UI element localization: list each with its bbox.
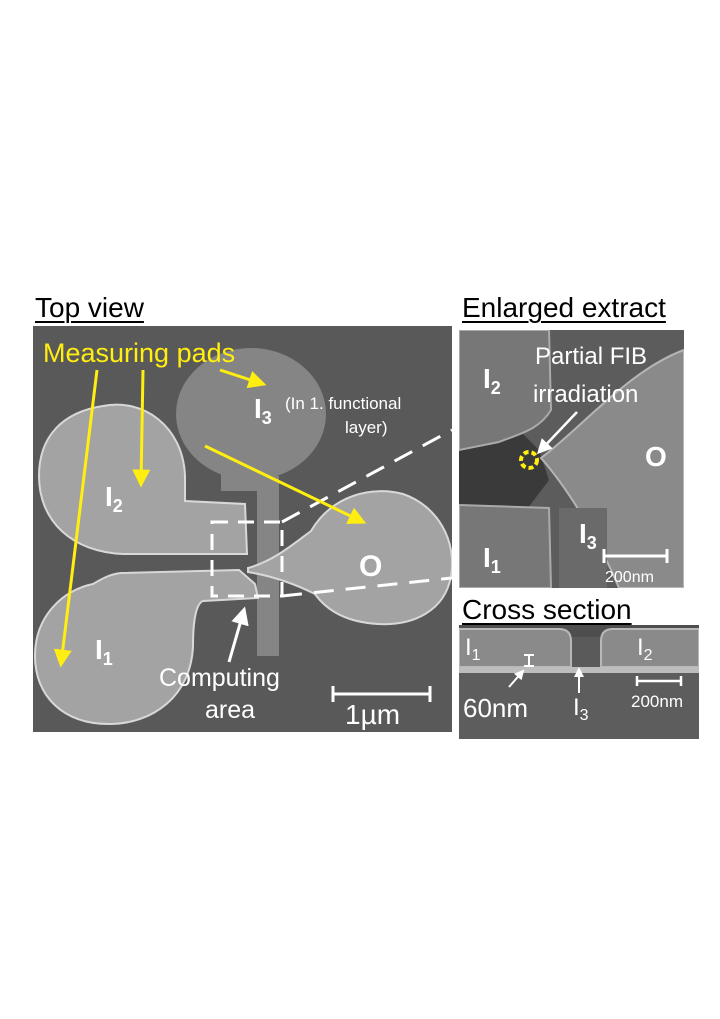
enlarged-i3-label: I3	[579, 518, 597, 553]
arrow-to-i2-pad	[132, 369, 151, 488]
cross-i2-label: I2	[637, 634, 653, 664]
o-label: O	[359, 550, 382, 583]
scale-label-1um: 1µm	[345, 699, 400, 730]
zoom-line-bottom	[281, 576, 452, 598]
arrow-to-thickness	[508, 669, 525, 688]
computing-area-line2: area	[205, 696, 255, 724]
enlarged-i3-region	[559, 508, 607, 588]
enlarged-i2-region	[459, 330, 553, 452]
cross-section-image: I1 I2 60nm I3 200nm	[459, 625, 699, 739]
arrow-to-fib-spot	[536, 411, 578, 455]
enlarged-i1-label: I1	[483, 542, 501, 577]
enlarged-extract-title: Enlarged extract	[462, 292, 666, 323]
enlarged-o-region	[539, 348, 684, 588]
top-view-title: Top view	[35, 292, 144, 323]
i3-note-line1: (In 1. functional	[285, 394, 401, 413]
arrow-to-i3-pad	[219, 368, 267, 389]
cross-i1-label: I1	[465, 634, 481, 664]
zoom-line-top	[281, 428, 452, 524]
i1-label: I1	[95, 634, 113, 669]
cross-i1-layer	[459, 628, 572, 668]
cross-i2-layer	[600, 628, 699, 668]
i2-label: I2	[105, 481, 123, 516]
enlarged-i2-label: I2	[483, 363, 501, 398]
thickness-label: 60nm	[463, 693, 528, 723]
computing-area-box	[210, 520, 284, 598]
cross-scale-bar	[635, 676, 683, 686]
i3-label: I3	[254, 393, 272, 428]
i3-note-line2: layer)	[345, 418, 388, 437]
enlarged-o-label: O	[645, 441, 667, 472]
cross-i3-label: I3	[573, 694, 589, 724]
measuring-pads-label: Measuring pads	[43, 338, 235, 368]
cross-scale-label: 200nm	[631, 692, 683, 711]
scale-bar-1um	[331, 686, 432, 702]
fib-irradiation-spot	[519, 450, 539, 470]
arrow-to-i1-pad	[53, 369, 99, 668]
arrow-to-computing-area	[227, 606, 249, 663]
enlarged-extract-image: Partial FIB irradiation I2 O I3 I1 200nm	[459, 330, 684, 588]
i1-pad	[33, 568, 260, 726]
partial-fib-line2: irradiation	[533, 381, 638, 408]
thickness-marker	[524, 654, 534, 667]
enlarged-scale-bar	[602, 549, 669, 563]
cross-section-title: Cross section	[462, 594, 632, 625]
top-view-image: Measuring pads I3 (In 1. functional laye…	[33, 326, 452, 732]
computing-area-line1: Computing	[159, 664, 280, 692]
arrow-to-o-pad	[204, 444, 367, 524]
enlarged-i1-region	[459, 503, 553, 588]
partial-fib-line1: Partial FIB	[535, 343, 647, 370]
enlarged-scale-label: 200nm	[605, 569, 654, 586]
